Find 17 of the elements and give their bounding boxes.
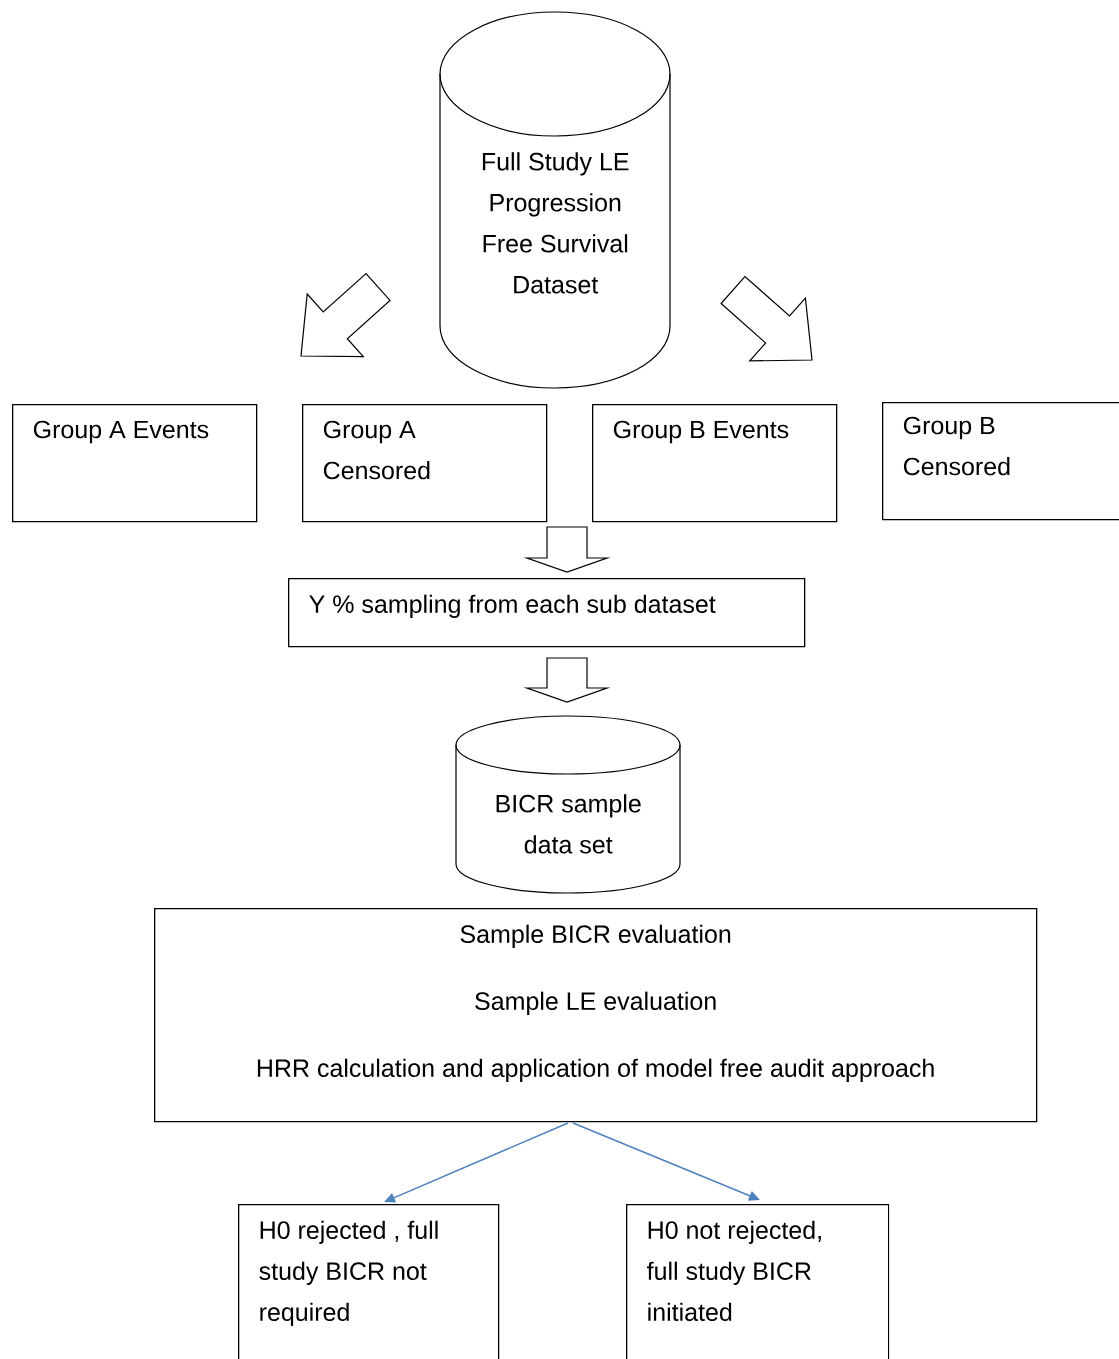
block-arrow	[523, 526, 611, 573]
process-box: Group A Censored	[302, 404, 548, 523]
process-box: Group B Events	[592, 404, 838, 523]
process-box: Y % sampling from each sub dataset	[288, 578, 806, 648]
process-box: H0 rejected , full study BICR not required	[238, 1204, 500, 1359]
block-arrow	[523, 657, 611, 703]
cylinder: Full Study LE Progression Free Survival Dataset	[439, 11, 671, 389]
process-box: Group A Events	[12, 404, 258, 523]
process-box: H0 not rejected, full study BICR initiated	[626, 1204, 890, 1359]
block-arrow	[720, 275, 813, 362]
process-box: Sample BICR evaluation Sample LE evaluation HRR calculation and application of model free audit approach	[154, 908, 1038, 1123]
process-box: Group B Censored	[882, 402, 1119, 521]
cylinder: BICR sample data set	[455, 715, 681, 894]
arrow	[572, 1122, 760, 1201]
node-label: Full Study LE Progression Free Survival Dataset	[482, 152, 629, 294]
node-label: BICR sample data set	[496, 794, 641, 854]
arrow	[384, 1122, 569, 1203]
